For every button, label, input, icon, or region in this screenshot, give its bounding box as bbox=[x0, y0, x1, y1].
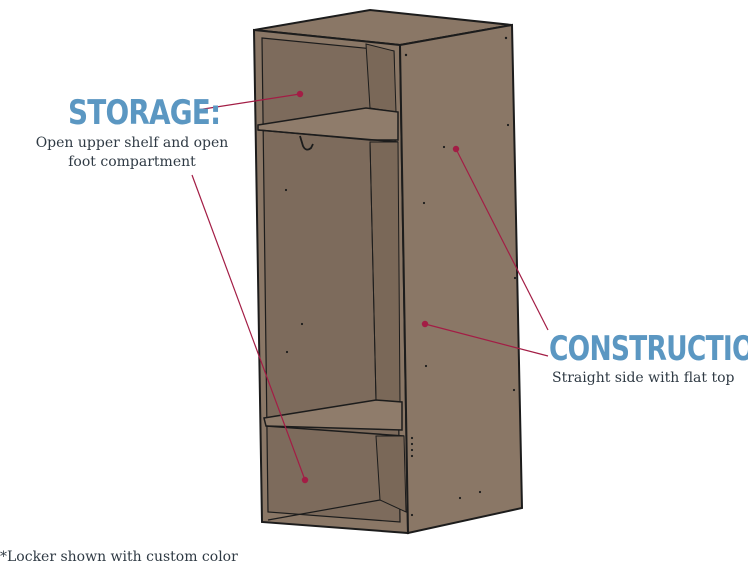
storage-title: STORAGE: bbox=[68, 93, 221, 133]
side-rivets bbox=[284, 36, 517, 517]
construction-callout-line-upper bbox=[455, 148, 549, 331]
main-wall-edge bbox=[369, 141, 377, 401]
footnote: *Locker shown with custom color bbox=[0, 549, 238, 565]
callout-dots bbox=[296, 90, 460, 484]
foot-compartment-wall bbox=[375, 435, 407, 513]
storage-callout-line-upper bbox=[196, 93, 301, 111]
construction-title: CONSTRUCTION: bbox=[549, 329, 748, 369]
locker-right-side bbox=[398, 23, 524, 535]
storage-description: Open upper shelf and open foot compartme… bbox=[35, 135, 229, 170]
foot-floor-edge bbox=[267, 499, 381, 521]
storage-callout-line-lower bbox=[191, 174, 306, 481]
construction-description: Straight side with flat top bbox=[552, 370, 735, 386]
upper-compartment-wall bbox=[365, 43, 397, 113]
construction-callout-line-lower bbox=[424, 323, 549, 357]
bottom-shelf-front-edge bbox=[265, 425, 405, 437]
coat-hook-icon bbox=[299, 135, 314, 151]
upper-shelf-front-edge bbox=[257, 129, 399, 143]
bottom-shelf bbox=[263, 399, 403, 431]
